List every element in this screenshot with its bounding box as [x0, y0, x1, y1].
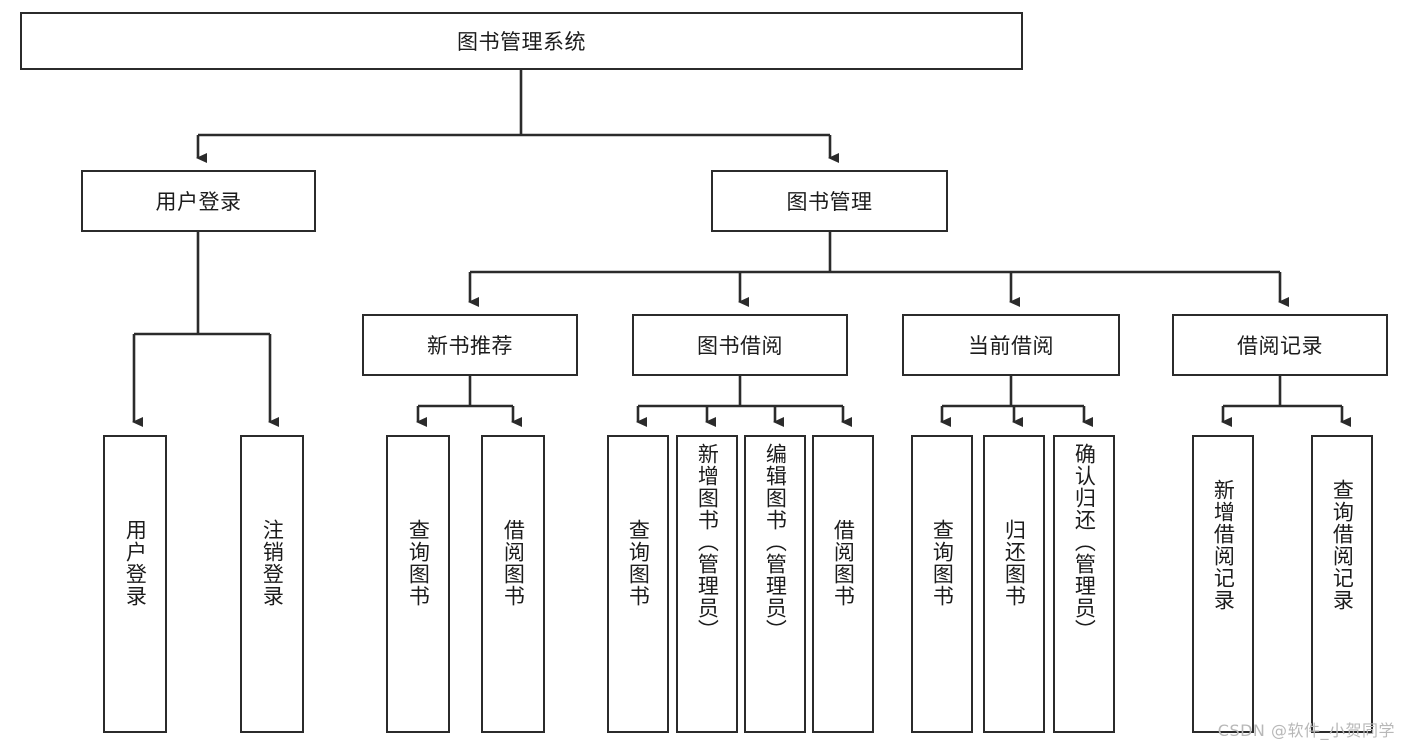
- node-leaf-borrow-book-2[interactable]: 借阅图书: [812, 435, 874, 733]
- node-user-login[interactable]: 用户登录: [81, 170, 316, 232]
- node-current-borrow[interactable]: 当前借阅: [902, 314, 1120, 376]
- node-leaf-query-borrow-record[interactable]: 查询借阅记录: [1311, 435, 1373, 733]
- node-current-borrow-label: 当前借阅: [968, 334, 1054, 358]
- node-leaf-edit-book-admin-label: 编辑图书（管理员）: [763, 443, 788, 641]
- node-leaf-query-book-1-label: 查询图书: [406, 519, 431, 607]
- node-leaf-confirm-return-admin-label: 确认归还（管理员）: [1072, 443, 1097, 641]
- node-leaf-user-logout-label: 注销登录: [260, 519, 285, 607]
- node-leaf-query-book-2[interactable]: 查询图书: [607, 435, 669, 733]
- node-leaf-return-book[interactable]: 归还图书: [983, 435, 1045, 733]
- node-leaf-borrow-book-1[interactable]: 借阅图书: [481, 435, 545, 733]
- node-leaf-query-book-1[interactable]: 查询图书: [386, 435, 450, 733]
- node-leaf-edit-book-admin[interactable]: 编辑图书（管理员）: [744, 435, 806, 733]
- node-leaf-borrow-book-1-label: 借阅图书: [501, 519, 526, 607]
- node-leaf-add-book-admin-label: 新增图书（管理员）: [695, 443, 720, 641]
- node-book-manage-label: 图书管理: [786, 190, 873, 214]
- node-leaf-return-book-label: 归还图书: [1002, 519, 1027, 607]
- node-leaf-add-book-admin[interactable]: 新增图书（管理员）: [676, 435, 738, 733]
- node-leaf-user-logout[interactable]: 注销登录: [240, 435, 304, 733]
- node-book-borrow[interactable]: 图书借阅: [632, 314, 848, 376]
- node-root-label: 图书管理系统: [457, 30, 586, 54]
- node-book-borrow-label: 图书借阅: [697, 334, 783, 358]
- watermark-text: CSDN @软件_小贺同学: [1217, 721, 1395, 740]
- node-book-manage[interactable]: 图书管理: [711, 170, 948, 232]
- node-leaf-user-login[interactable]: 用户登录: [103, 435, 167, 733]
- node-borrow-record-label: 借阅记录: [1237, 334, 1323, 358]
- node-leaf-borrow-book-2-label: 借阅图书: [831, 519, 856, 607]
- node-leaf-query-book-3-label: 查询图书: [930, 519, 955, 607]
- node-new-book-recommend-label: 新书推荐: [427, 334, 513, 358]
- node-leaf-query-book-3[interactable]: 查询图书: [911, 435, 973, 733]
- node-new-book-recommend[interactable]: 新书推荐: [362, 314, 578, 376]
- node-leaf-add-borrow-record[interactable]: 新增借阅记录: [1192, 435, 1254, 733]
- node-borrow-record[interactable]: 借阅记录: [1172, 314, 1388, 376]
- node-leaf-user-login-label: 用户登录: [123, 519, 148, 607]
- node-leaf-query-book-2-label: 查询图书: [626, 519, 651, 607]
- node-leaf-query-borrow-record-label: 查询借阅记录: [1330, 479, 1355, 611]
- node-user-login-label: 用户登录: [155, 190, 242, 214]
- node-leaf-add-borrow-record-label: 新增借阅记录: [1211, 479, 1236, 611]
- node-leaf-confirm-return-admin[interactable]: 确认归还（管理员）: [1053, 435, 1115, 733]
- node-root[interactable]: 图书管理系统: [20, 12, 1023, 70]
